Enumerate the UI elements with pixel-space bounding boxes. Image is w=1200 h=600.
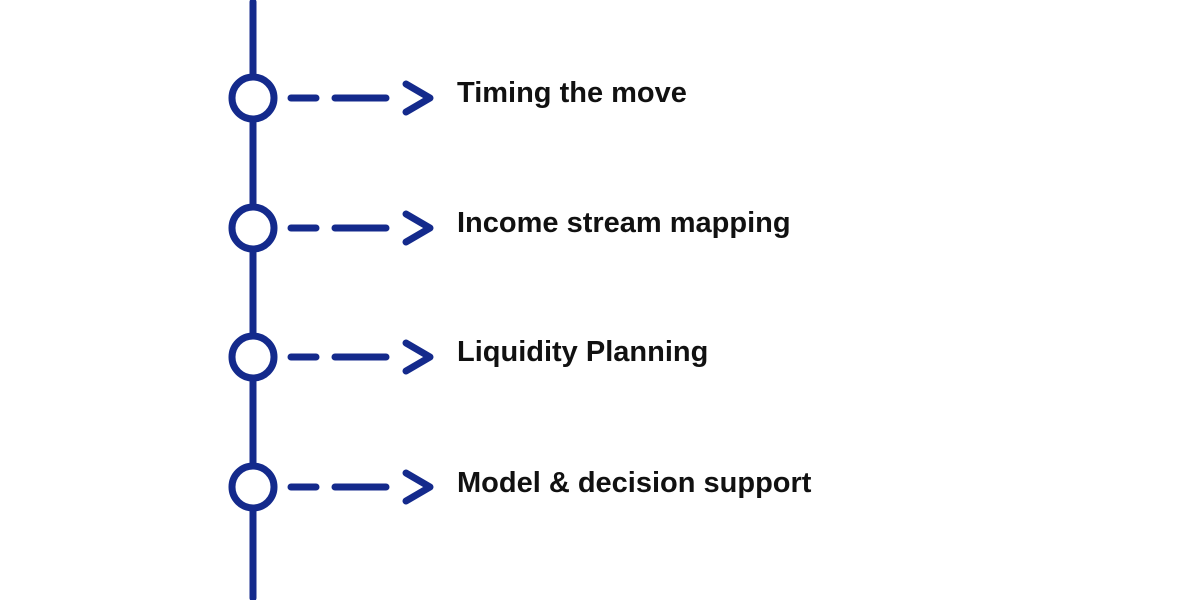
- timeline-step-graphic-3: [228, 332, 434, 382]
- step-label-timing: Timing the move: [457, 77, 687, 109]
- timeline-step-graphic-1: [228, 73, 434, 123]
- timeline-step-graphic-2: [228, 203, 434, 253]
- circle-node-icon: [228, 332, 278, 382]
- dashed-arrow-icon: [287, 80, 434, 116]
- step-label-income-stream: Income stream mapping: [457, 207, 791, 239]
- circle-node-icon: [228, 203, 278, 253]
- dashed-arrow-icon: [287, 339, 434, 375]
- step-label-liquidity: Liquidity Planning: [457, 336, 709, 368]
- circle-node-icon: [228, 462, 278, 512]
- step-label-decision-support: Model & decision support: [457, 467, 812, 499]
- dashed-arrow-icon: [287, 469, 434, 505]
- dashed-arrow-icon: [287, 210, 434, 246]
- timeline-step-graphic-4: [228, 462, 434, 512]
- circle-node-icon: [228, 73, 278, 123]
